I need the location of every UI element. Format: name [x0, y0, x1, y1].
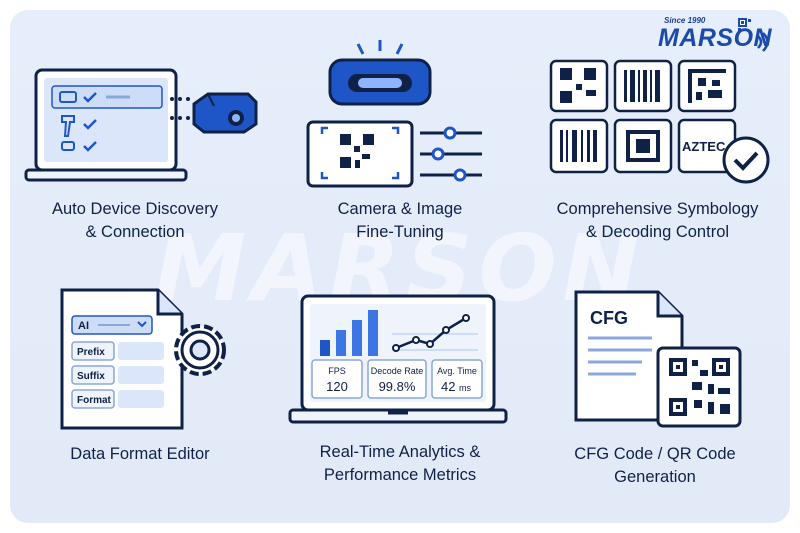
caption-line-1: CFG Code / QR Code	[574, 445, 736, 463]
field-prefix-label: Prefix	[77, 347, 105, 358]
caption-line-1: Camera & Image	[337, 200, 463, 218]
caption-line-1: Real-Time Analytics &	[319, 443, 481, 461]
metric-avg-time-label: Avg. Time	[437, 366, 477, 376]
caption-line-1: Auto Device Discovery	[52, 200, 218, 218]
logo-qr-wifi-icon	[738, 18, 769, 52]
feature-caption: Auto Device Discovery & Connection	[20, 198, 250, 244]
gear-icon	[174, 324, 226, 376]
field-ai-label: AI	[78, 320, 89, 332]
metric-fps-value: 120	[326, 379, 348, 394]
caption-line-1: Data Format Editor	[70, 445, 210, 463]
metric-decode-rate-label: Decode Rate	[371, 366, 424, 376]
cfg-qr-document-icon: CFG	[574, 290, 742, 428]
caption-line-2: & Connection	[85, 223, 185, 241]
metric-avg-time-value: 42	[441, 379, 455, 394]
format-editor-document-icon: AI Prefix Suffix Format	[60, 288, 226, 430]
metric-fps-label: FPS	[328, 366, 346, 376]
metric-avg-time-unit: ms	[459, 383, 471, 393]
caption-line-2: Fine-Tuning	[356, 223, 444, 241]
aztec-label: AZTEC	[682, 139, 726, 154]
marson-logo: Since 1990 MARSON	[656, 16, 776, 60]
symbology-grid-icon: AZTEC	[549, 59, 770, 184]
feature-caption: CFG Code / QR Code Generation	[540, 443, 770, 489]
analytics-laptop-icon: FPS 120 Decode Rate 99.8% Avg. Time 42 m…	[288, 294, 508, 424]
caption-line-2: Performance Metrics	[323, 466, 477, 484]
caption-line-2: Generation	[614, 468, 696, 486]
field-suffix-label: Suffix	[77, 371, 105, 382]
feature-caption: Data Format Editor	[30, 443, 250, 466]
metric-decode-rate-value: 99.8%	[379, 379, 416, 394]
caption-line-1: Comprehensive Symbology	[556, 200, 759, 218]
caption-line-2: & Decoding Control	[585, 223, 730, 241]
logo-since: Since 1990	[664, 16, 706, 25]
field-format-label: Format	[77, 395, 112, 406]
cfg-label: CFG	[590, 308, 628, 328]
feature-caption: Camera & Image Fine-Tuning	[285, 198, 515, 244]
camera-qr-sliders-icon	[306, 40, 482, 188]
feature-caption: Real-Time Analytics & Performance Metric…	[285, 441, 515, 487]
laptop-device-icon	[24, 68, 258, 182]
logo-brand: MARSON	[658, 24, 773, 52]
feature-caption: Comprehensive Symbology & Decoding Contr…	[535, 198, 780, 244]
